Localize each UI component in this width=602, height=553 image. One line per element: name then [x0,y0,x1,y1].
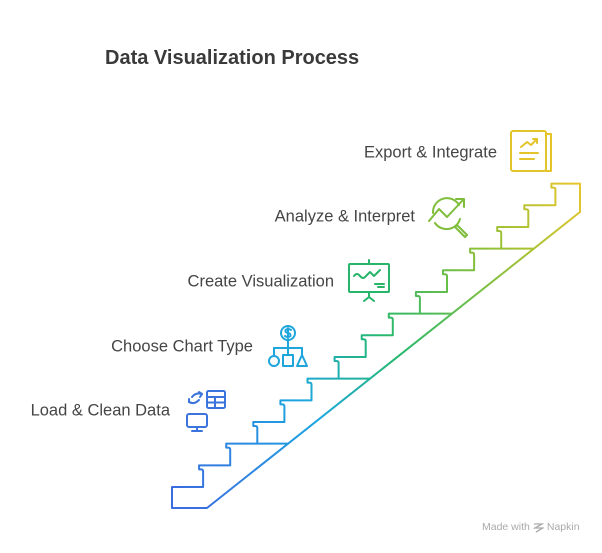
staircase-outline [171,182,581,509]
footer-brand: Napkin [546,521,580,533]
napkin-logo-icon [532,522,544,533]
chart-magnifier-icon [428,197,468,238]
footer-prefix: Made with [482,521,530,533]
footer-attribution: Made with Napkin [482,521,580,533]
step-label-create-visualization: Create Visualization [187,272,334,291]
data-transform-icon [186,390,226,432]
step-label-choose-chart-type: Choose Chart Type [111,337,253,356]
report-document-icon [510,130,552,172]
presentation-chart-icon [348,259,390,302]
step-label-load-clean-data: Load & Clean Data [30,401,170,420]
decision-tree-icon [268,325,308,367]
step-label-export-integrate: Export & Integrate [364,143,497,162]
step-label-analyze-interpret: Analyze & Interpret [274,207,415,226]
page-title: Data Visualization Process [105,47,360,69]
